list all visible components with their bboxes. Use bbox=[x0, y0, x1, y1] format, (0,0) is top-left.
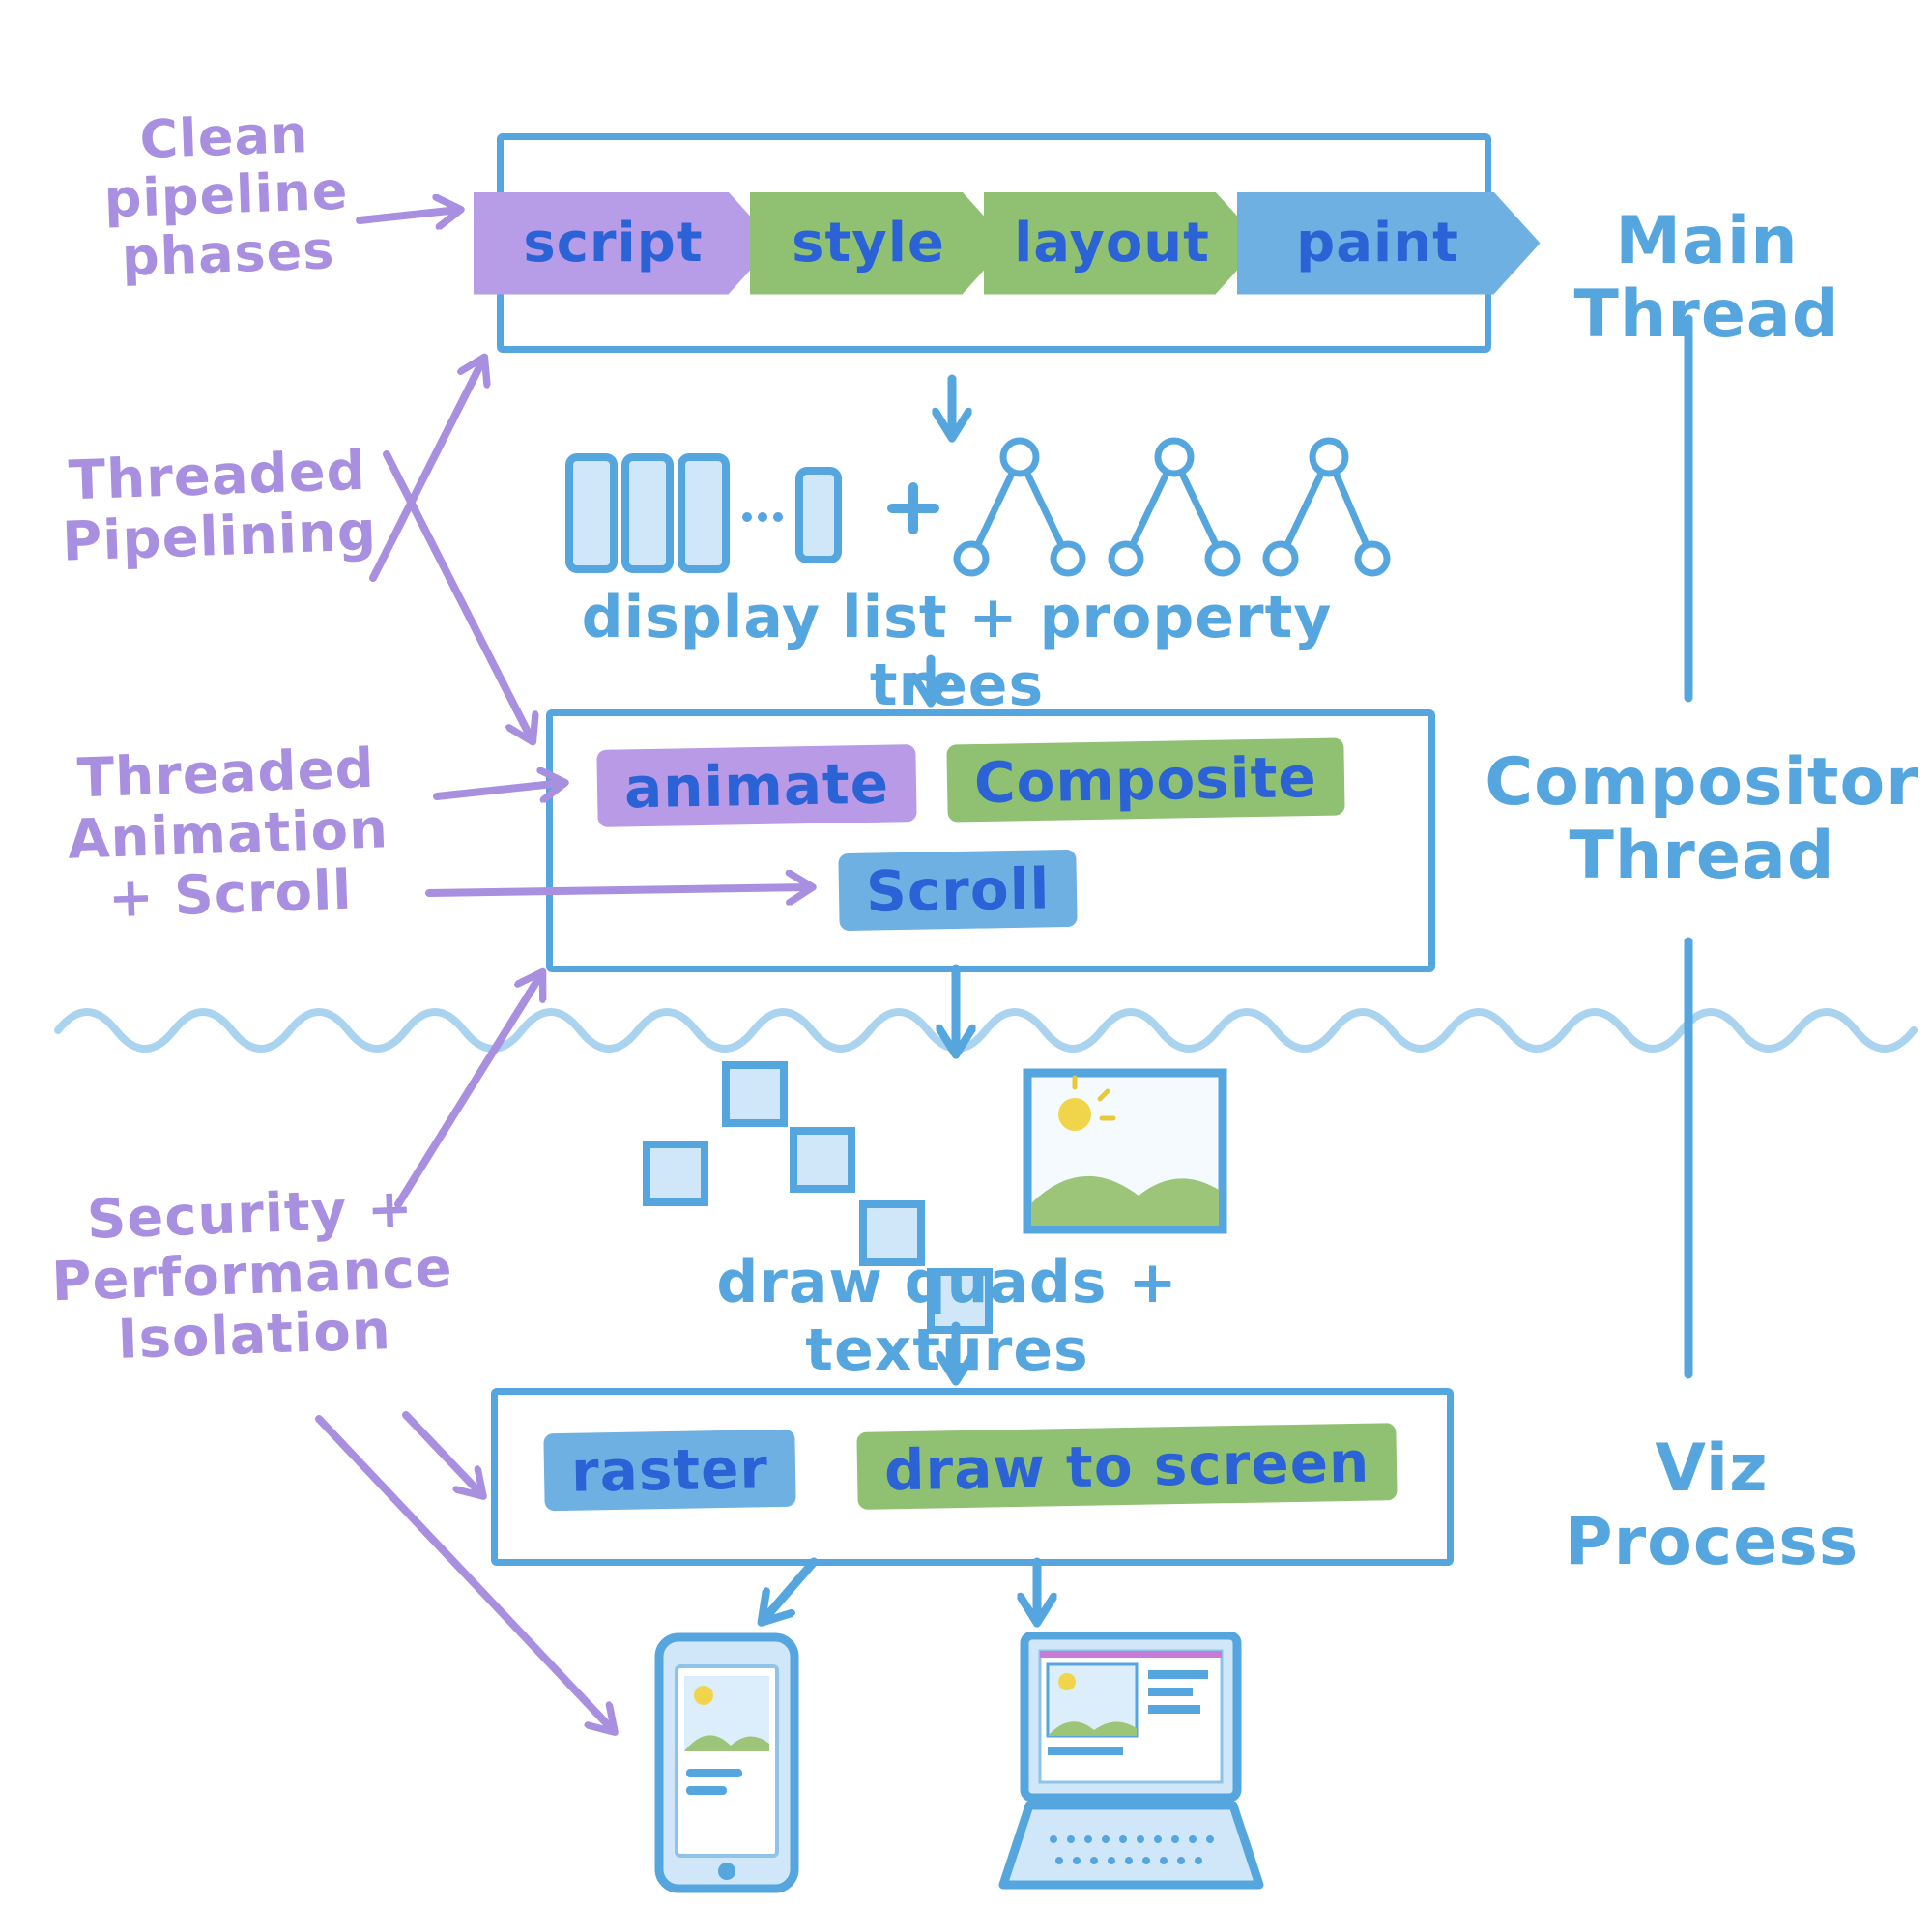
arrow-security-to-viz-icon bbox=[402, 1411, 481, 1494]
pipeline-phases-row: script style layout paint bbox=[474, 192, 1515, 295]
step-scroll: Scroll bbox=[838, 849, 1079, 932]
arrow-security-to-compositor-icon bbox=[394, 974, 541, 1208]
pipeline-phase-script: script bbox=[474, 192, 775, 295]
step-draw-to-screen: draw to screen bbox=[856, 1423, 1398, 1510]
arrow-pipelining-to-main-box-icon bbox=[369, 360, 483, 582]
step-raster: raster bbox=[543, 1429, 796, 1512]
main-thread-box: script style layout paint bbox=[497, 133, 1491, 353]
step-composite: Composite bbox=[946, 737, 1345, 823]
annotation-threaded-pipelining: Threaded Pipelining bbox=[61, 439, 378, 574]
annotation-threaded-animation-scroll: Threaded Animation + Scroll bbox=[66, 736, 389, 931]
annotation-security-performance-isolation: Security + Performance Isolation bbox=[50, 1177, 454, 1372]
annotation-clean-pipeline-phases: Clean pipeline phases bbox=[102, 103, 350, 288]
compositor-thread-label: Compositor Thread bbox=[1485, 744, 1919, 895]
step-animate: animate bbox=[596, 744, 917, 827]
arrow-viz-to-phone-icon bbox=[764, 1557, 819, 1620]
main-thread-label: Main Thread bbox=[1573, 203, 1840, 354]
phone-icon bbox=[654, 1632, 799, 1893]
display-list-caption: display list + property trees bbox=[581, 584, 1333, 719]
pipeline-phase-layout: layout bbox=[984, 192, 1262, 295]
pipeline-phase-style: style bbox=[750, 192, 1009, 295]
viz-process-label: Viz Process bbox=[1564, 1430, 1860, 1581]
laptop-icon bbox=[998, 1632, 1264, 1890]
arrow-animation-to-animate-icon bbox=[433, 783, 562, 796]
display-list-icon bbox=[565, 453, 842, 573]
property-trees-icon bbox=[887, 437, 1391, 577]
viz-process-box: raster draw to screen bbox=[491, 1388, 1454, 1566]
pipeline-phase-paint: paint bbox=[1237, 192, 1541, 295]
wave-divider bbox=[54, 1008, 1918, 1053]
draw-quads-caption: draw quads + textures bbox=[716, 1249, 1178, 1384]
draw-quads-icon bbox=[643, 1061, 993, 1334]
texture-image-icon bbox=[1023, 1068, 1227, 1234]
compositor-thread-box: animate Composite Scroll bbox=[546, 709, 1435, 972]
arrow-clean-phases-to-main-box-icon bbox=[356, 210, 458, 220]
